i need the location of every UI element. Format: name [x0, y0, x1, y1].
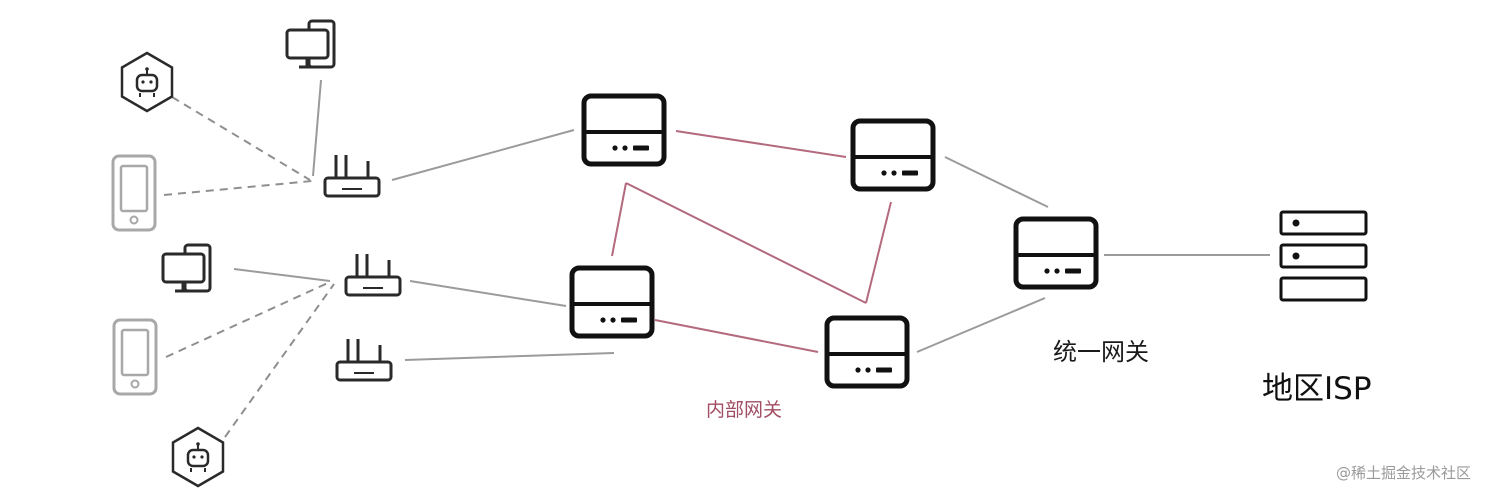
- robot-icon: [171, 426, 225, 488]
- gateway-device-icon: [853, 121, 933, 189]
- phone-icon: [112, 318, 158, 396]
- robot-icon: [120, 51, 174, 113]
- link-gw3-to-unified: [944, 156, 1049, 208]
- link-gw1-to-gw3: [675, 130, 847, 158]
- gateway-device-icon: [572, 268, 652, 336]
- link-gw2-to-gw4: [654, 319, 819, 353]
- link-router2-to-gw2: [409, 280, 567, 307]
- link-desktop-mid-to-router: [233, 268, 331, 282]
- gateway-device-icon: [827, 318, 907, 386]
- server-stack-icon: [1279, 210, 1368, 302]
- unified-gateway-icon: [1016, 219, 1096, 287]
- phone-icon: [111, 154, 157, 232]
- solid-links: [233, 79, 1270, 361]
- link-gw4-to-unified: [916, 297, 1046, 353]
- regional-isp-label: 地区ISP: [1262, 371, 1372, 407]
- link-phone-bottom-to-router: [165, 281, 331, 358]
- gateway-device-icon: [584, 96, 664, 164]
- router-icon: [323, 153, 381, 198]
- link-gw1-to-apex: [625, 182, 867, 304]
- dashed-client-links: [163, 96, 335, 438]
- desktop-icon: [285, 19, 336, 69]
- internal-gateway-label: 内部网关: [706, 399, 783, 421]
- router-icon: [344, 252, 402, 297]
- router-icon: [335, 337, 393, 382]
- link-robot-bottom-to-router: [224, 283, 335, 438]
- link-phone-top-to-router: [163, 180, 313, 196]
- link-desktop-top-to-router: [312, 79, 322, 177]
- link-router3-to-gw2: [404, 352, 615, 361]
- desktop-icon: [161, 243, 212, 293]
- link-gw1-to-gw2: [611, 182, 627, 257]
- unified-gateway-label: 统一网关: [1053, 338, 1149, 366]
- watermark: @稀土掘金技术社区: [1336, 464, 1472, 482]
- internal-links: [611, 130, 892, 353]
- link-gw3-to-apex: [865, 201, 892, 304]
- link-robot-top-to-router: [171, 96, 311, 181]
- link-router1-to-gw1: [391, 129, 575, 181]
